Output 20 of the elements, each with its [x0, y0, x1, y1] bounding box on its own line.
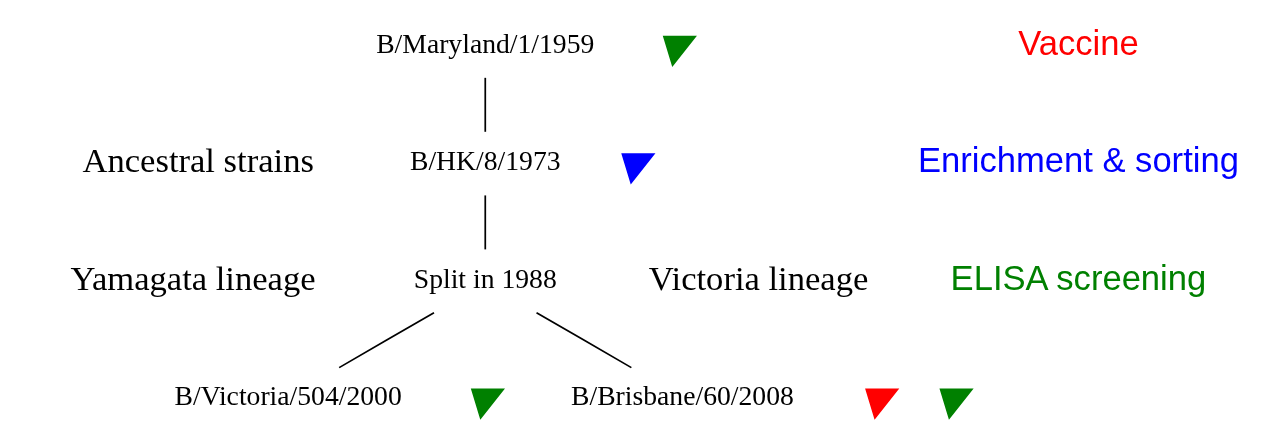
node-checkmark — [621, 153, 656, 185]
node-text: Split in 1988 — [413, 262, 557, 294]
connector — [484, 76, 487, 133]
node-text: B/Maryland/1/1959 — [376, 27, 595, 59]
connector — [484, 194, 487, 251]
label: Yamagata lineage — [70, 258, 316, 297]
legend-label: ELISA screening — [950, 258, 1207, 297]
node-text: B/Brisbane/60/2008 — [571, 380, 794, 412]
node-text: B/Victoria/504/2000 — [174, 380, 402, 412]
legend-label: Vaccine — [1018, 23, 1139, 62]
label: Victoria lineage — [648, 258, 869, 297]
node-checkmark — [662, 35, 697, 67]
node-checkmark — [939, 388, 974, 420]
connector — [338, 311, 435, 369]
legend-label: Enrichment & sorting — [917, 141, 1239, 180]
node-checkmark — [470, 388, 505, 420]
label: Ancestral strains — [82, 141, 314, 180]
node-checkmark — [865, 388, 900, 420]
node-text: B/HK/8/1973 — [409, 145, 561, 177]
connector — [535, 311, 633, 369]
